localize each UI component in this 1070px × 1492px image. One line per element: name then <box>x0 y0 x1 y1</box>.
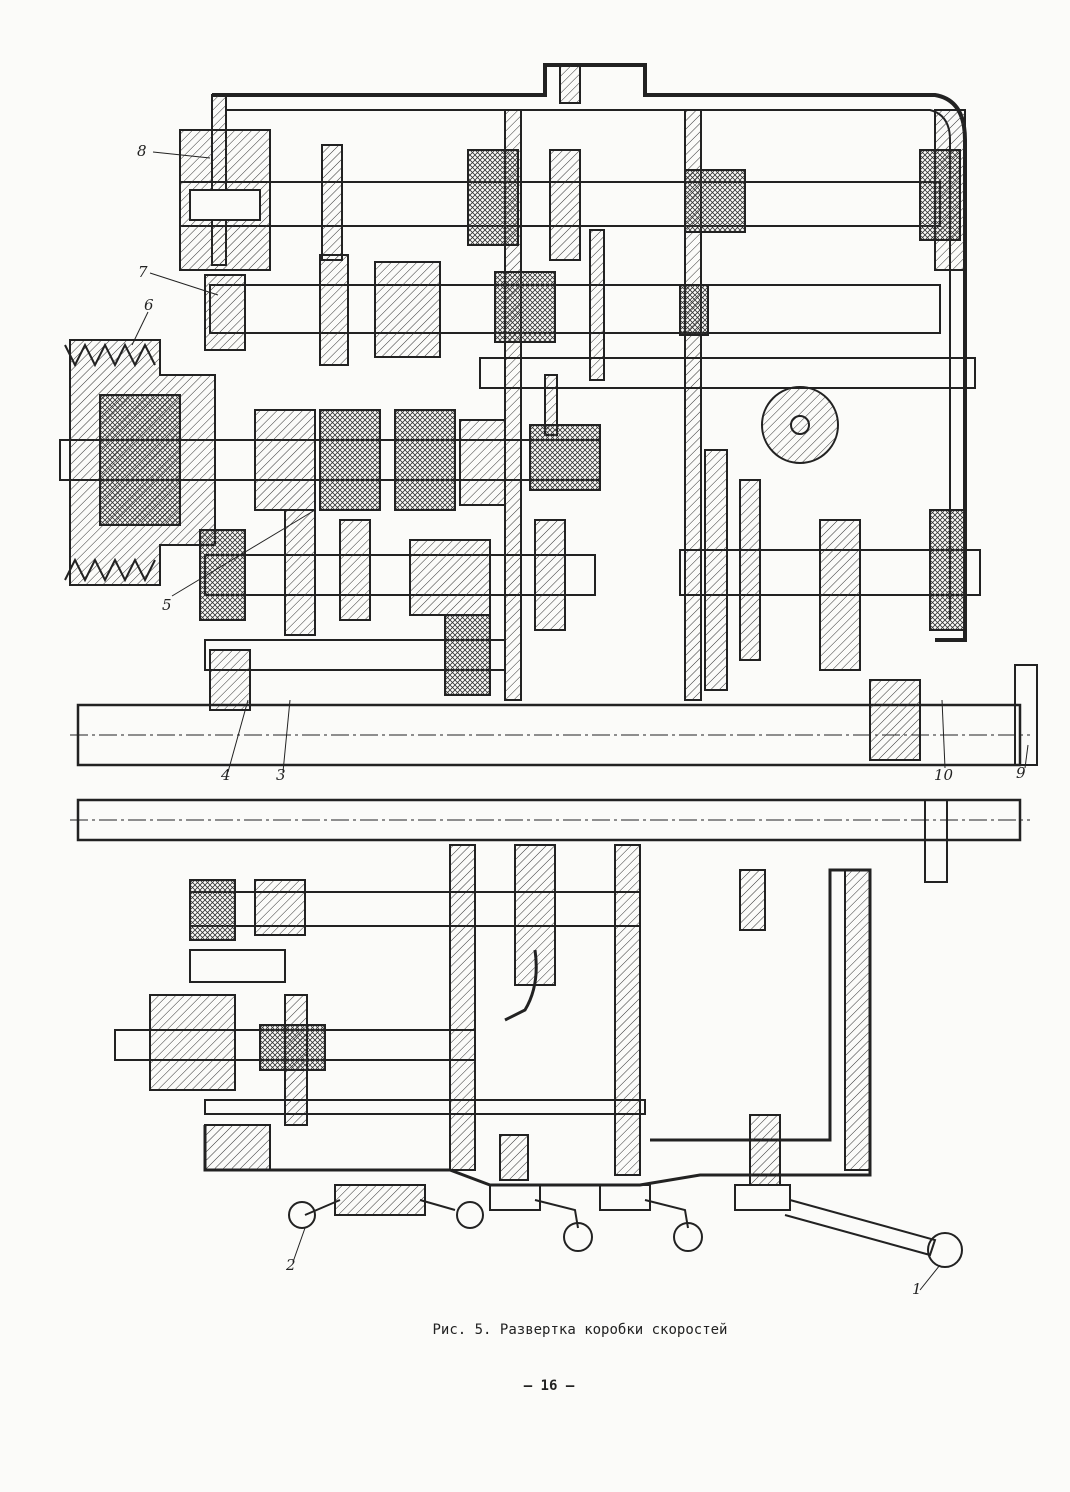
callout-5: 5 <box>162 596 172 614</box>
spindle-lower <box>70 798 1030 883</box>
callout-9: 9 <box>1016 764 1026 782</box>
callout-3: 3 <box>276 766 286 784</box>
leader-lines <box>131 151 1029 1291</box>
shaft-5 <box>199 509 596 636</box>
callout-2: 2 <box>286 1256 296 1274</box>
figure-caption: Рис. 5. Развертка коробки скоростей <box>432 1322 728 1338</box>
callout-1: 1 <box>912 1280 922 1298</box>
page-number: – 16 – <box>523 1378 575 1394</box>
lower-cam-shaft <box>204 614 506 711</box>
right-gear-shaft <box>679 449 981 691</box>
callout-7: 7 <box>138 263 148 281</box>
callout-6: 6 <box>144 296 154 314</box>
callout-4: 4 <box>221 766 231 784</box>
control-levers <box>288 1184 963 1268</box>
intermediate-shaft <box>479 357 976 464</box>
shaft-8 <box>179 129 961 271</box>
lower-shafts <box>114 879 646 1126</box>
shaft-7 <box>204 229 941 381</box>
lower-housing <box>203 844 872 1187</box>
callout-8: 8 <box>137 142 147 160</box>
callout-10: 10 <box>934 766 954 784</box>
input-shaft <box>59 339 601 586</box>
spindle-upper <box>70 664 1038 767</box>
